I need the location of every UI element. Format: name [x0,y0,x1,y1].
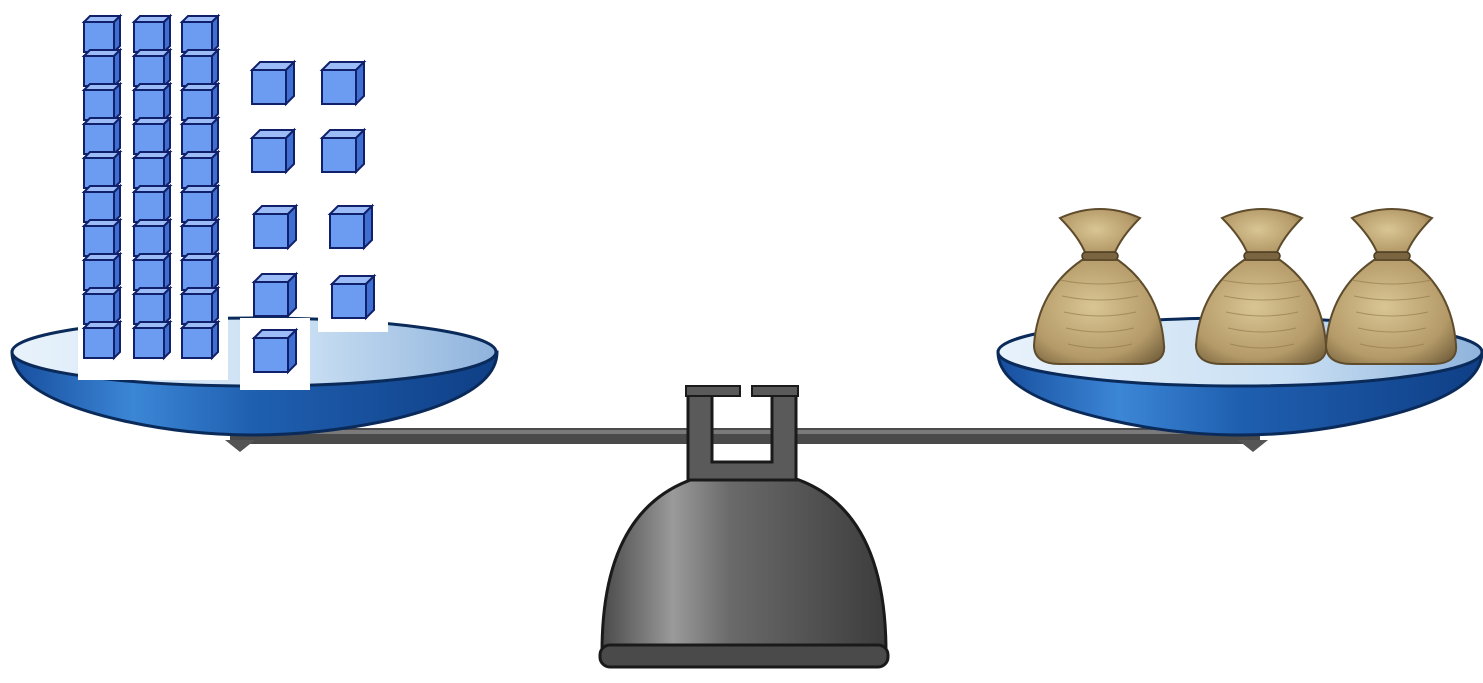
ten-rod [182,16,218,358]
ten-rod [84,16,120,358]
unit-cube [254,330,296,372]
unit-cube [254,206,296,248]
unit-cube [252,130,294,172]
sack-bag [1034,209,1164,364]
bags-group [1034,209,1456,364]
ten-rod [134,16,170,358]
unit-cube [322,130,364,172]
unit-cube [330,206,372,248]
unit-cube [322,62,364,104]
sack-bag [1196,209,1326,364]
unit-cube [252,62,294,104]
unit-cube [332,276,374,318]
sack-bag [1326,209,1456,364]
unit-cube [254,274,296,316]
ten-rods-group [84,16,218,358]
